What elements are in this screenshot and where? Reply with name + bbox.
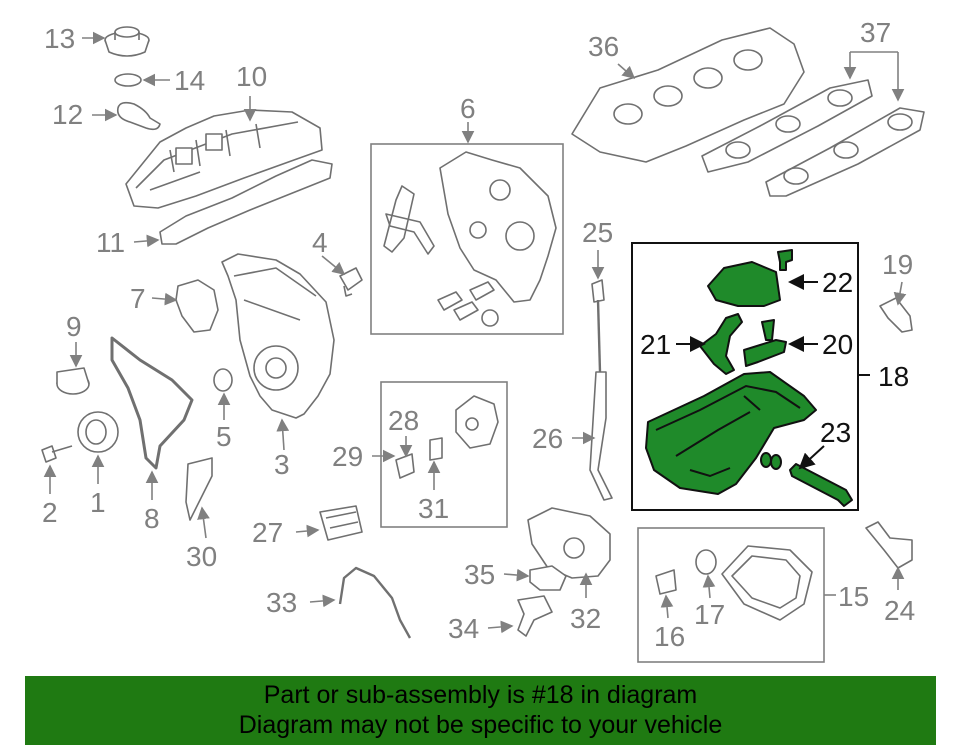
oil-pan-lower (721, 545, 813, 621)
callout-1: 1 (90, 487, 106, 518)
callout-31: 31 (418, 493, 449, 524)
intake-manifold (571, 27, 805, 163)
oil-pump-gasket (529, 565, 567, 591)
callout-18: 18 (878, 361, 909, 392)
callout-20: 20 (822, 329, 853, 360)
oil-level-sensor (879, 297, 913, 333)
idler-pulley (56, 367, 90, 395)
callout-26: 26 (532, 423, 563, 454)
callout-21: 21 (640, 329, 671, 360)
callout-19: 19 (882, 249, 913, 280)
oil-pan-assembly (645, 249, 853, 507)
callout-2: 2 (42, 497, 58, 528)
drain-plug-washer (695, 549, 717, 575)
cover-seal (116, 101, 161, 131)
callout-17: 17 (694, 599, 725, 630)
callout-15: 15 (838, 581, 869, 612)
oil-cooler-tube (338, 566, 412, 639)
callout-8: 8 (144, 503, 160, 534)
timing-chain (110, 336, 194, 470)
mount-bracket (185, 457, 213, 521)
valve-cover-gasket (159, 159, 333, 245)
callout-30: 30 (186, 541, 217, 572)
oil-pressure-switch-assembly (395, 395, 499, 479)
callout-28: 28 (388, 405, 419, 436)
oil-strainer (517, 595, 553, 637)
leader-lines (43, 31, 907, 634)
oil-pump (527, 507, 611, 579)
callout-24: 24 (884, 595, 915, 626)
callout-29: 29 (332, 441, 363, 472)
valve-cover (125, 109, 323, 209)
group-box-18 (631, 242, 859, 511)
callout-32: 32 (570, 603, 601, 634)
callout-34: 34 (448, 613, 479, 644)
callout-37: 37 (860, 17, 891, 48)
oil-dipstick (589, 279, 613, 501)
front-timing-cover (221, 253, 335, 419)
callout-3: 3 (274, 449, 290, 480)
callout-16: 16 (654, 621, 685, 652)
callout-33: 33 (266, 587, 297, 618)
callout-35: 35 (464, 559, 495, 590)
callout-10: 10 (236, 61, 267, 92)
oil-cap-gasket (114, 73, 142, 87)
oil-pan-bracket (865, 521, 913, 569)
drain-plug (655, 569, 677, 595)
crankshaft-pulley (77, 411, 119, 453)
chain-tensioner (175, 279, 219, 333)
banner-line-1: Part or sub-assembly is #18 in diagram (263, 681, 698, 709)
callout-13: 13 (44, 23, 75, 54)
info-banner: Part or sub-assembly is #18 in diagram D… (25, 676, 936, 745)
callout-5: 5 (216, 421, 232, 452)
cam-position-sensor (339, 267, 363, 297)
group-box-6 (370, 143, 564, 335)
callout-22: 22 (822, 267, 853, 298)
callout-25: 25 (582, 217, 613, 248)
callout-23: 23 (820, 417, 851, 448)
callout-14: 14 (174, 65, 205, 96)
oil-filter (319, 505, 363, 541)
callout-4: 4 (312, 227, 328, 258)
callout-36: 36 (588, 31, 619, 62)
group-box-29 (380, 381, 508, 528)
front-seal (213, 368, 233, 392)
callout-6: 6 (460, 93, 476, 124)
callout-11: 11 (96, 227, 125, 258)
timing-chain-guides (383, 151, 557, 327)
callout-7: 7 (130, 283, 146, 314)
banner-line-2: Diagram may not be specific to your vehi… (238, 711, 723, 739)
callout-9: 9 (66, 311, 82, 342)
oil-filler-cap (104, 26, 150, 57)
pulley-bolt (41, 445, 73, 463)
callout-27: 27 (252, 517, 283, 548)
callout-12: 12 (52, 99, 83, 130)
intake-manifold-gaskets (701, 79, 925, 197)
